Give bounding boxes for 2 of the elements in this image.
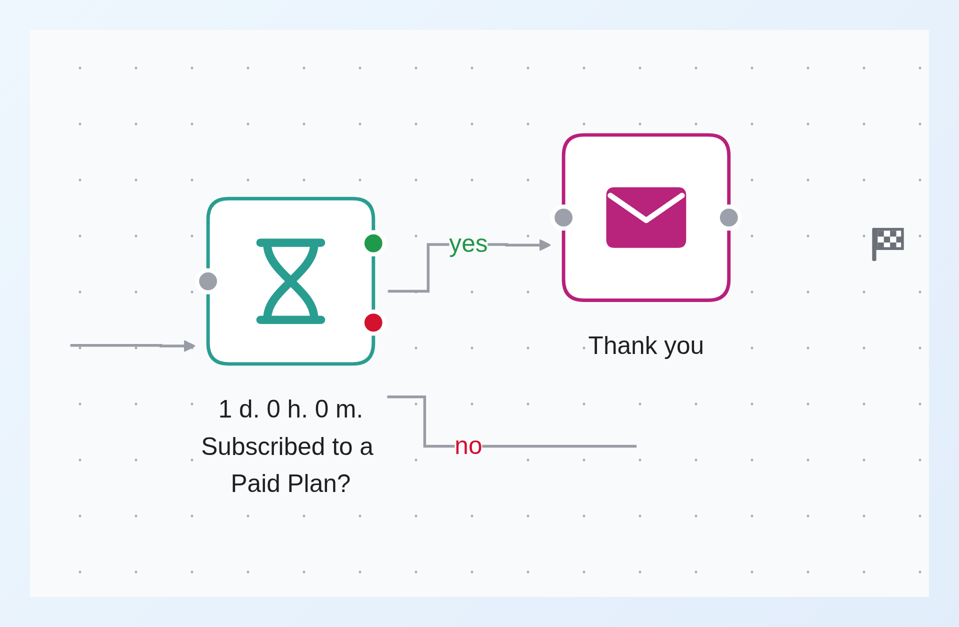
connector-line (387, 395, 637, 448)
arrow (70, 340, 196, 352)
